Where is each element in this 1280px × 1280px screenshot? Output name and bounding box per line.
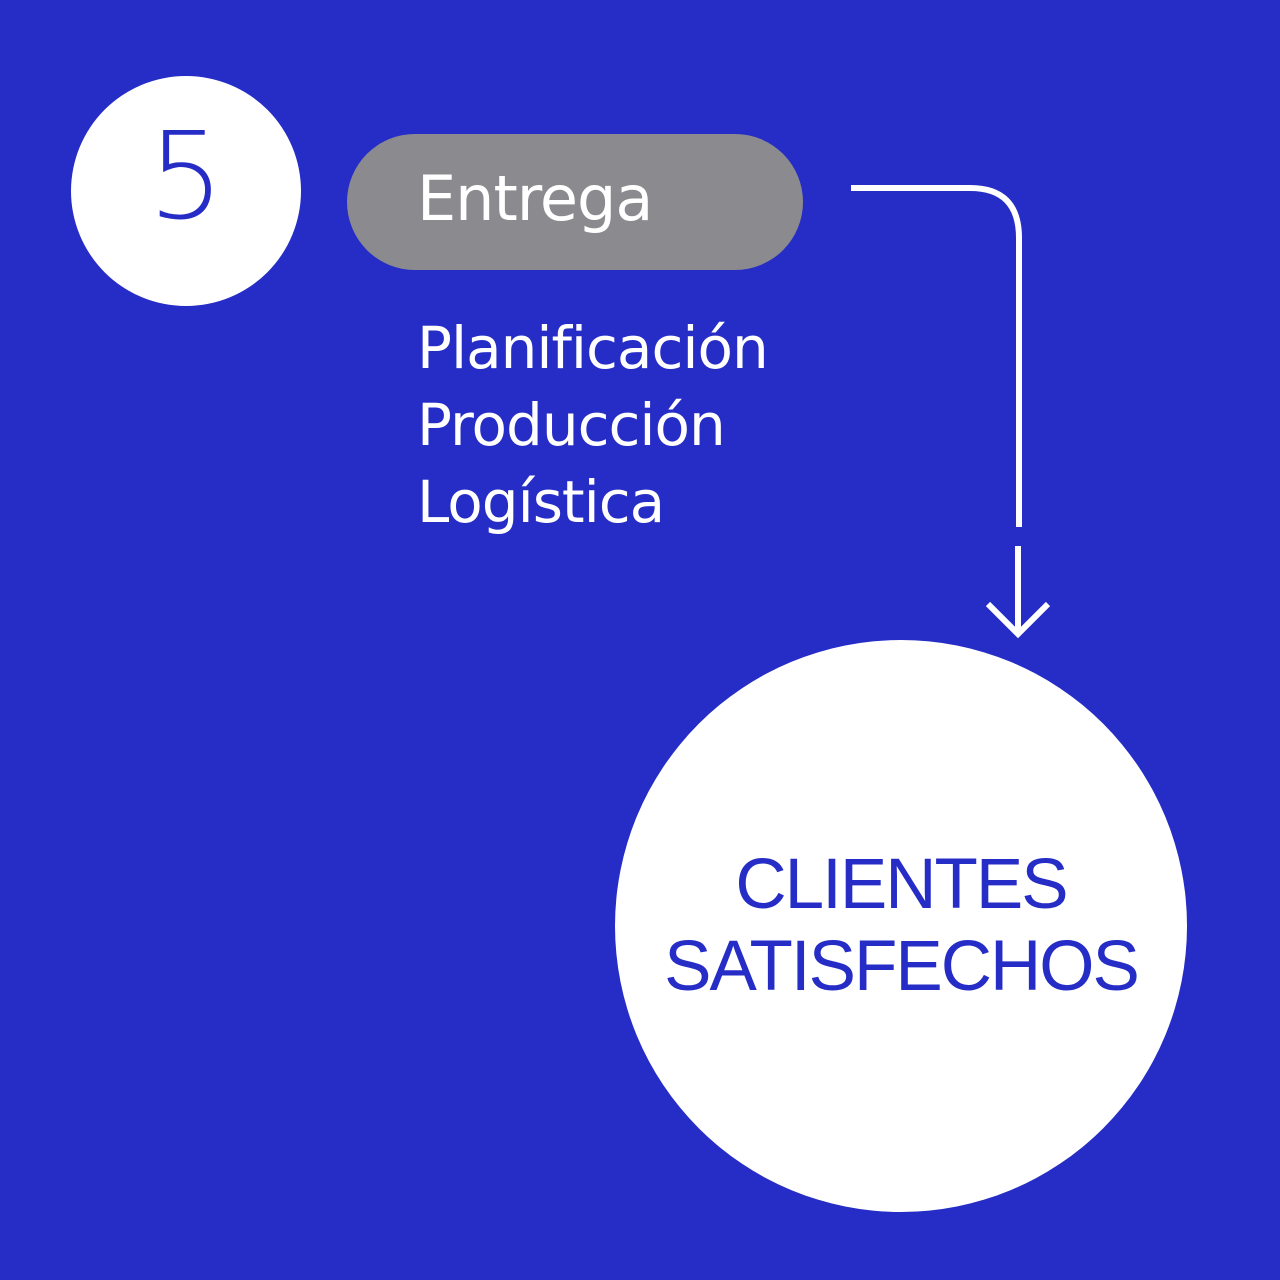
step-sub-items: Planificación Producción Logística	[417, 310, 769, 541]
sub-item-produccion: Producción	[417, 391, 726, 459]
result-line-1: CLIENTES	[735, 845, 1068, 924]
down-arrow-icon	[985, 546, 1051, 639]
result-line-2: SATISFECHOS	[664, 927, 1140, 1006]
connector-line	[851, 185, 1022, 527]
step-number-circle: 5	[71, 76, 301, 306]
sub-item-planificacion: Planificación	[417, 314, 769, 382]
result-circle: CLIENTES SATISFECHOS	[615, 640, 1187, 1212]
step-number: 5	[147, 108, 225, 247]
sub-item-logistica: Logística	[417, 468, 665, 536]
step-title: Entrega	[417, 161, 653, 235]
step-title-pill: Entrega	[347, 134, 803, 270]
